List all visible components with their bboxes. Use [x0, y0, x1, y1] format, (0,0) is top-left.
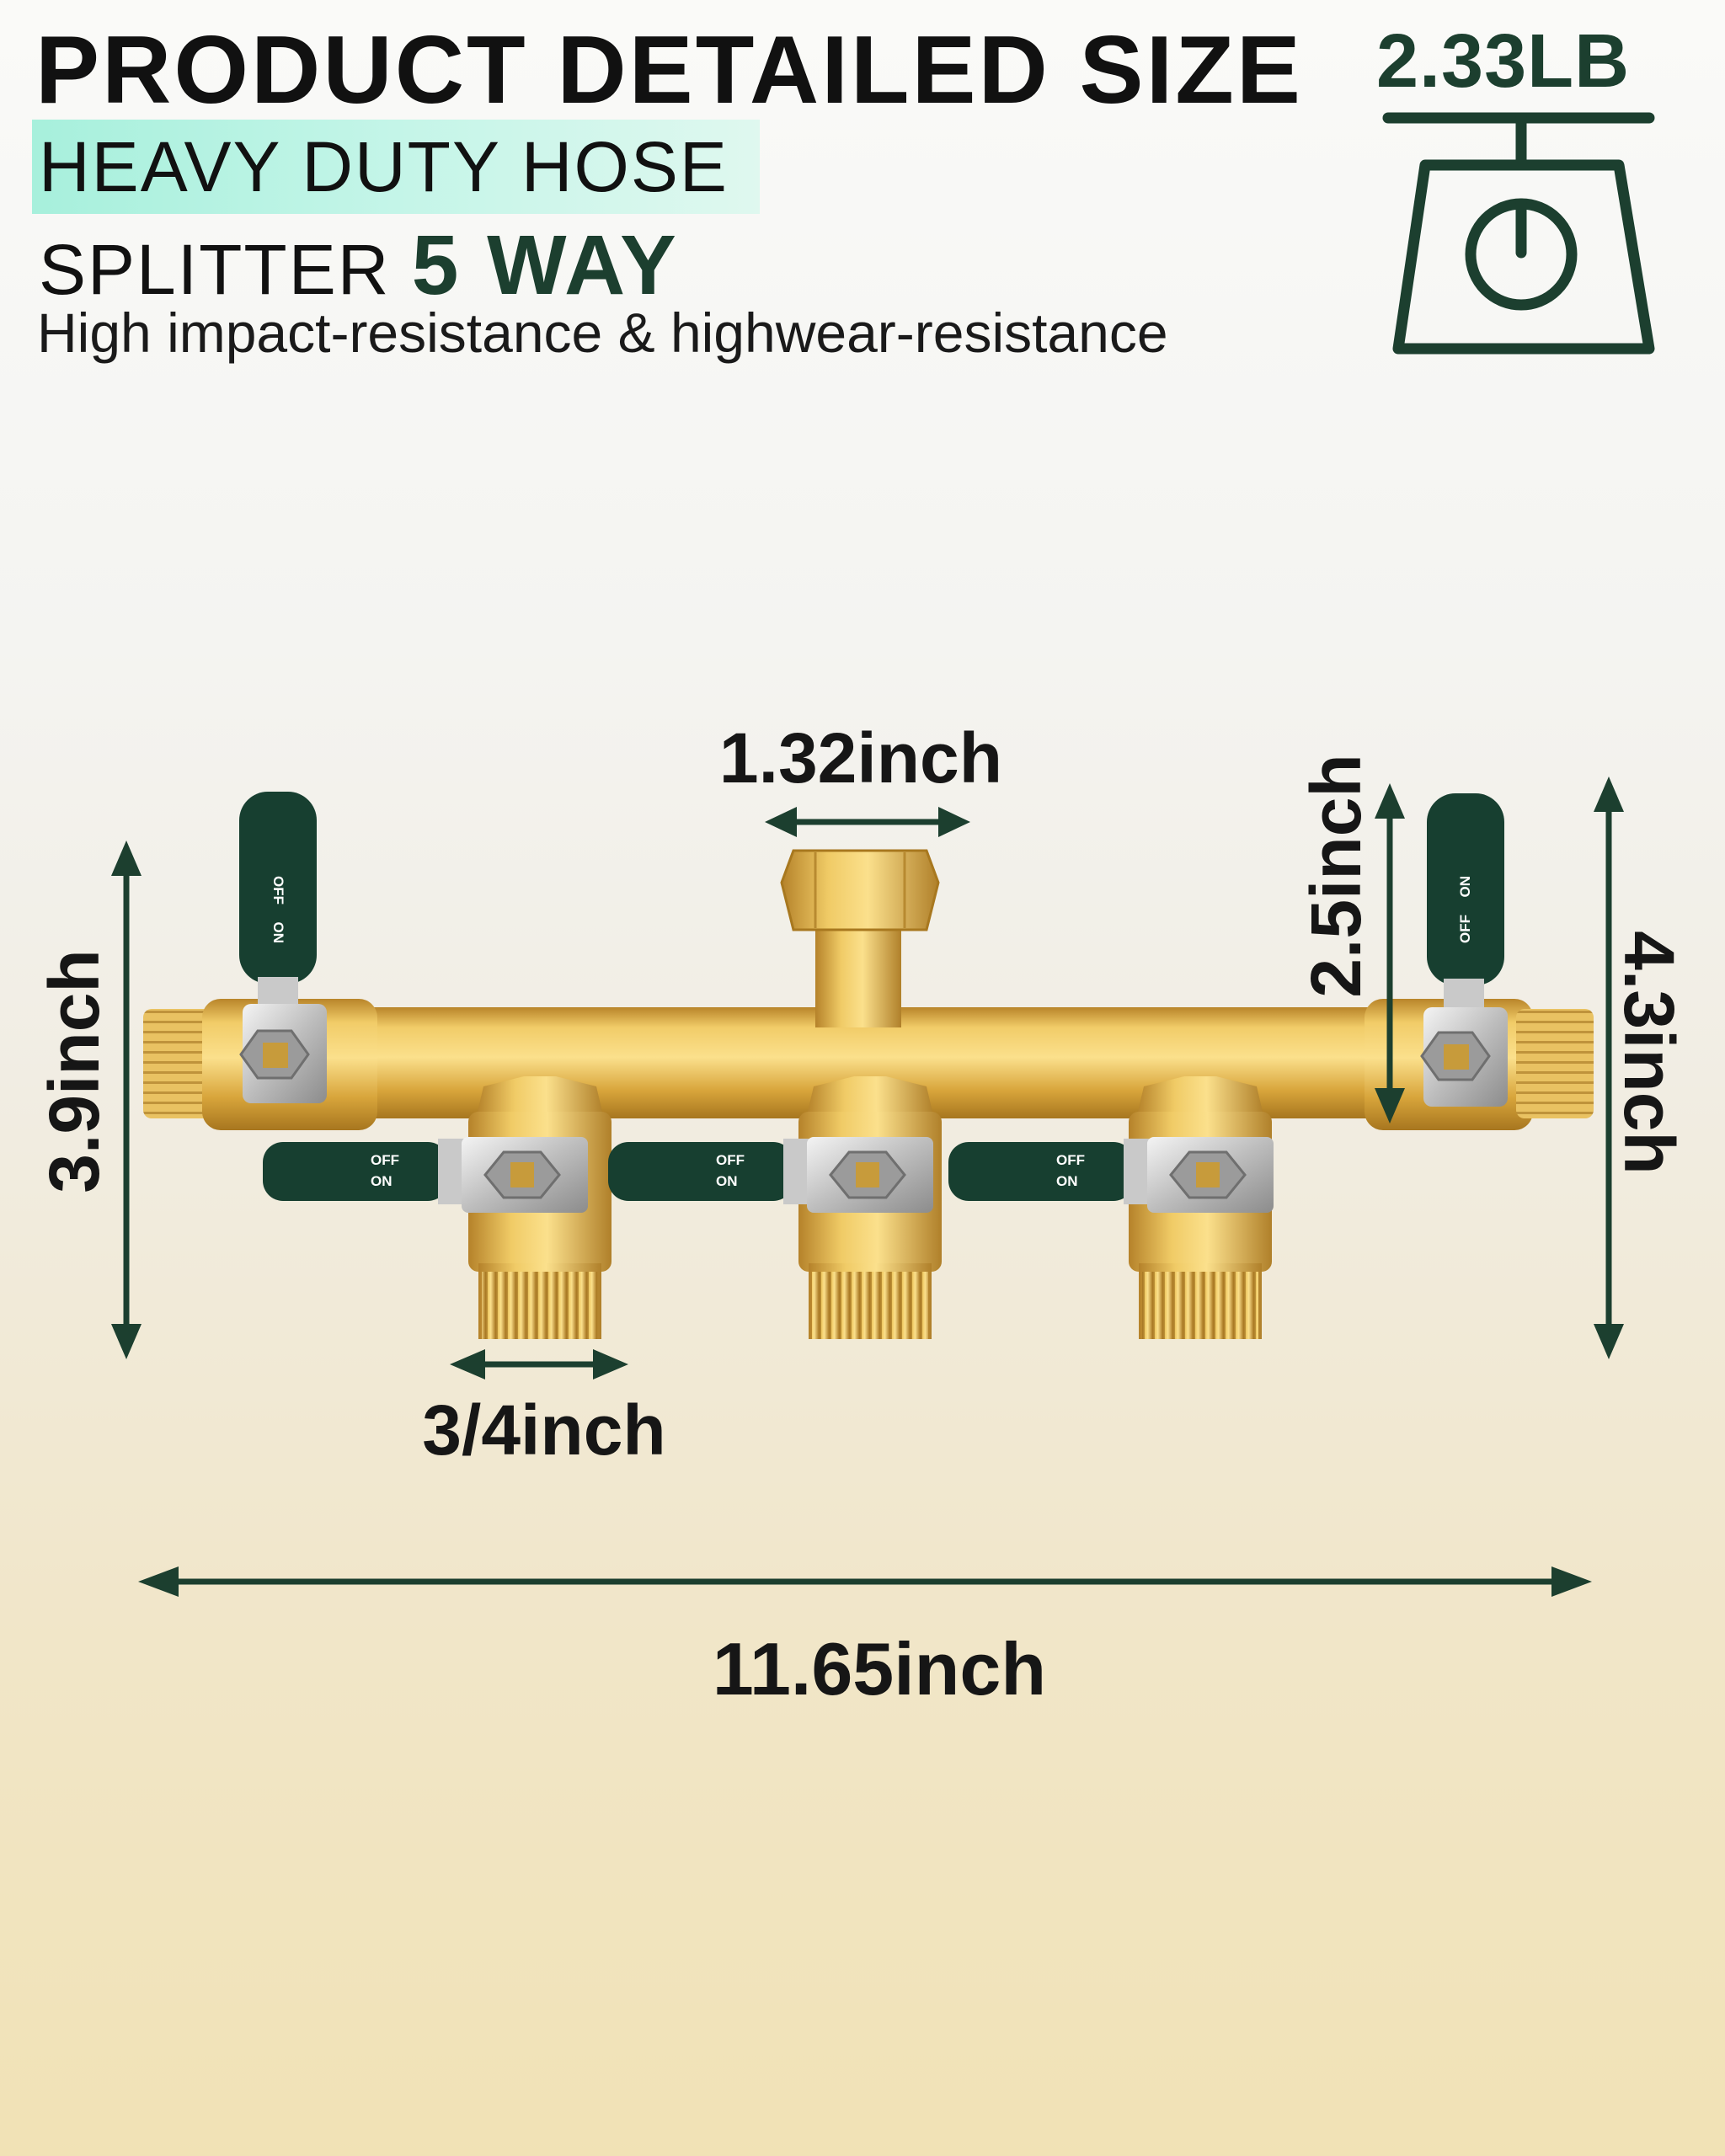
valve-off-label: OFF	[1457, 915, 1473, 943]
dimension-outlet-thread: 3/4inch	[422, 1390, 666, 1470]
valve-label-top-right: OFF ON	[1457, 876, 1474, 943]
valve-label-top-left: OFF ON	[270, 876, 286, 943]
valve-on-label: ON	[1056, 1172, 1078, 1189]
valve-on-label: ON	[1457, 876, 1473, 898]
valve-on-label: ON	[716, 1172, 738, 1189]
tagline: High impact-resistance & highwear-resist…	[37, 302, 1168, 364]
weight-value: 2.33LB	[1376, 19, 1631, 104]
valve-off-label: OFF	[716, 1152, 745, 1168]
dimension-top-outlet-width: 1.32inch	[718, 718, 1003, 798]
subtitle-line1: HEAVY DUTY HOSE	[39, 127, 729, 206]
dimension-total-length: 11.65inch	[712, 1627, 1047, 1710]
page-title: PRODUCT DETAILED SIZE	[35, 17, 1303, 124]
valve-label-bottom-1: OFF ON	[371, 1150, 399, 1192]
subtitle-highlight	[32, 120, 760, 214]
dimension-left-height: 3.9inch	[35, 949, 114, 1193]
dimension-right-inner-height: 2.5inch	[1296, 754, 1375, 998]
valve-label-bottom-3: OFF ON	[1056, 1150, 1085, 1192]
valve-off-label: OFF	[1056, 1152, 1085, 1168]
subtitle-line2: SPLITTER 5 WAY	[39, 217, 679, 314]
valve-on-label: ON	[270, 921, 286, 944]
valve-on-label: ON	[371, 1172, 393, 1189]
valve-off-label: OFF	[270, 876, 286, 905]
subtitle-emphasis: 5 WAY	[411, 218, 679, 312]
valve-label-bottom-2: OFF ON	[716, 1150, 745, 1192]
subtitle-prefix: SPLITTER	[39, 230, 391, 309]
dimension-right-outer-height: 4.3inch	[1610, 931, 1689, 1175]
valve-off-label: OFF	[371, 1152, 399, 1168]
